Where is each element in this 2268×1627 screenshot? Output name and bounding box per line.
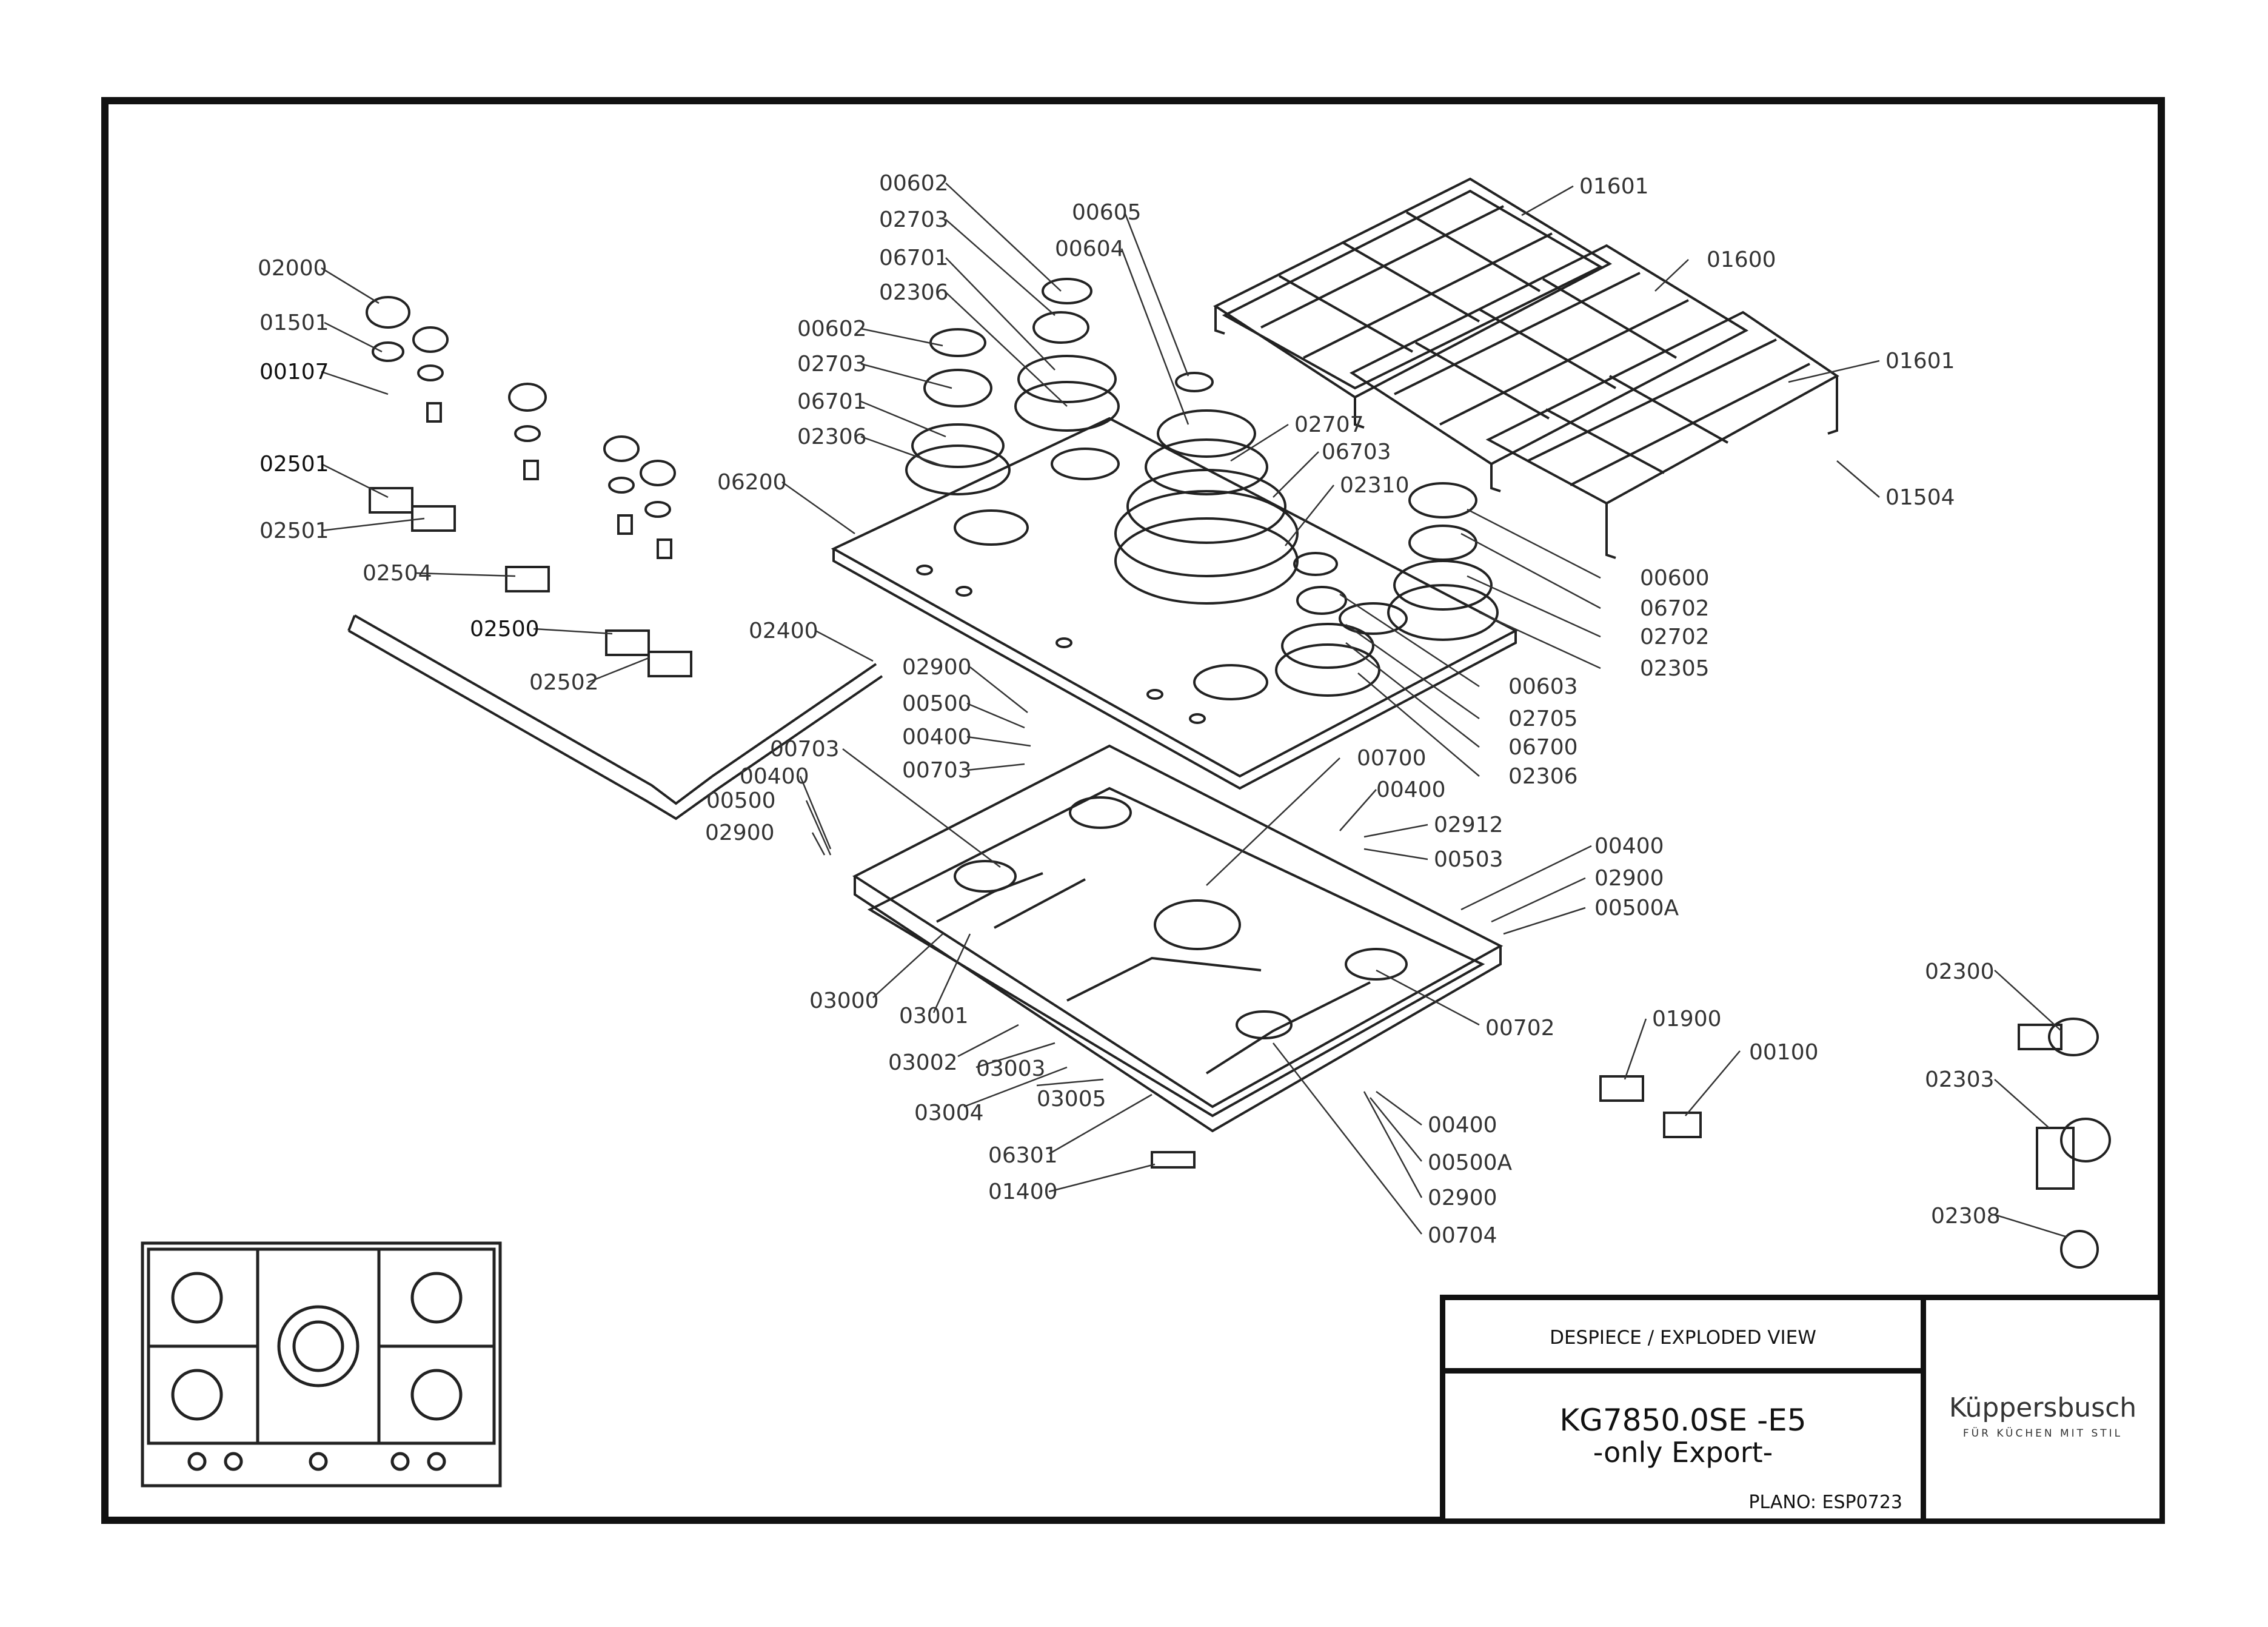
part-label: 00107 [259, 360, 329, 384]
plan-number: PLANO: ESP0723 [1748, 1492, 1902, 1513]
part-label: 03004 [914, 1101, 984, 1125]
part-label: 02308 [1931, 1204, 2001, 1229]
part-label: 02400 [749, 619, 818, 643]
part-label: 03000 [809, 988, 879, 1013]
part-label: 02703 [879, 207, 949, 232]
part-label: 06301 [988, 1143, 1058, 1168]
part-label: 01900 [1652, 1007, 1722, 1032]
part-label: 02501 [259, 452, 329, 477]
hob-thumbnail [141, 1241, 502, 1488]
part-label: 02303 [1925, 1067, 1995, 1092]
part-label: 02306 [1508, 764, 1578, 789]
part-label: 00602 [879, 171, 949, 196]
part-label: 02900 [705, 820, 775, 845]
part-label: 02306 [797, 424, 867, 449]
ignition-module-and-fittings [1151, 1018, 2111, 1269]
part-label: 06701 [797, 389, 867, 414]
part-label: 00500 [902, 691, 972, 716]
part-label: 02306 [879, 280, 949, 305]
part-label: 00100 [1749, 1040, 1819, 1065]
part-label: 02900 [1594, 866, 1664, 891]
part-label: 00702 [1485, 1016, 1555, 1041]
burner-rear-right [1387, 482, 1499, 641]
part-label: 03005 [1037, 1087, 1106, 1112]
control-knobs-and-valves [366, 296, 692, 677]
brand-logo: Küppersbusch [1949, 1392, 2137, 1423]
part-label: 06702 [1640, 596, 1710, 621]
part-label: 00703 [770, 737, 840, 762]
part-label: 00400 [740, 764, 809, 789]
burner-front-right [1275, 552, 1380, 697]
part-label: 01501 [259, 310, 329, 335]
part-label: 03003 [976, 1056, 1046, 1081]
part-label: 00400 [1376, 777, 1446, 802]
part-label: 00500 [706, 788, 776, 813]
base-tray [852, 744, 1504, 1133]
part-label: 00503 [1434, 847, 1504, 872]
title-block-header-cell: DESPIECE / EXPLODED VIEW [1440, 1295, 1926, 1374]
model-number: KG7850.0SE -E5 [1559, 1403, 1807, 1438]
part-label: 01504 [1885, 485, 1955, 510]
title-block-header: DESPIECE / EXPLODED VIEW [1550, 1327, 1816, 1349]
part-label: 00600 [1640, 566, 1710, 591]
part-label: 02912 [1434, 813, 1504, 837]
part-label: 02000 [258, 256, 327, 281]
part-label: 06200 [717, 470, 787, 495]
burner-wok-centre [1114, 409, 1299, 605]
part-label: 01600 [1707, 247, 1776, 272]
part-label: 00602 [797, 317, 867, 341]
part-label: 06701 [879, 246, 949, 270]
part-label: 00500A [1594, 896, 1679, 921]
part-label: 00700 [1357, 746, 1427, 771]
part-label: 06700 [1508, 735, 1578, 760]
part-label: 00603 [1508, 674, 1578, 699]
glass-top-panel [831, 417, 1519, 790]
part-label: 03001 [899, 1004, 969, 1028]
part-label: 00400 [902, 725, 972, 750]
part-label: 02310 [1340, 473, 1410, 498]
part-label: 00703 [902, 758, 972, 783]
part-label: 02305 [1640, 656, 1710, 681]
part-label: 02300 [1925, 959, 1995, 984]
part-label: 02703 [797, 352, 867, 377]
title-block-brand-cell: Küppersbusch FÜR KÜCHEN MIT STIL [1921, 1295, 2165, 1524]
brand-tagline: FÜR KÜCHEN MIT STIL [1962, 1427, 2123, 1440]
part-label: 00400 [1594, 834, 1664, 859]
part-label: 00604 [1055, 237, 1125, 261]
model-note: -only Export- [1593, 1436, 1773, 1469]
part-label: 02504 [363, 561, 432, 586]
part-label: 02900 [902, 655, 972, 680]
part-label: 02707 [1294, 412, 1364, 437]
part-label: 00605 [1072, 200, 1142, 225]
part-label: 02500 [470, 617, 540, 642]
part-label: 00400 [1428, 1113, 1497, 1138]
part-label: 01601 [1579, 174, 1649, 199]
pan-support-grate-left [1213, 177, 1613, 429]
gas-manifold-rail [347, 614, 883, 820]
pan-support-grate-right [1485, 310, 1839, 559]
part-label: 00500A [1428, 1150, 1513, 1175]
part-label: 02705 [1508, 706, 1578, 731]
part-label: 02702 [1640, 625, 1710, 649]
part-label: 01601 [1885, 349, 1955, 374]
burner-front-left [905, 328, 1011, 495]
burner-rear-left [1014, 278, 1214, 432]
pan-support-grate-centre [1349, 244, 1749, 492]
part-label: 02501 [259, 518, 329, 543]
part-label: 01400 [988, 1179, 1058, 1204]
part-label: 02502 [529, 670, 599, 695]
title-block-model-cell: KG7850.0SE -E5 -only Export- PLANO: ESP0… [1440, 1368, 1926, 1524]
part-label: 03002 [888, 1050, 958, 1075]
part-label: 06703 [1322, 440, 1391, 465]
part-label: 02900 [1428, 1186, 1497, 1210]
part-label: 00704 [1428, 1223, 1497, 1248]
